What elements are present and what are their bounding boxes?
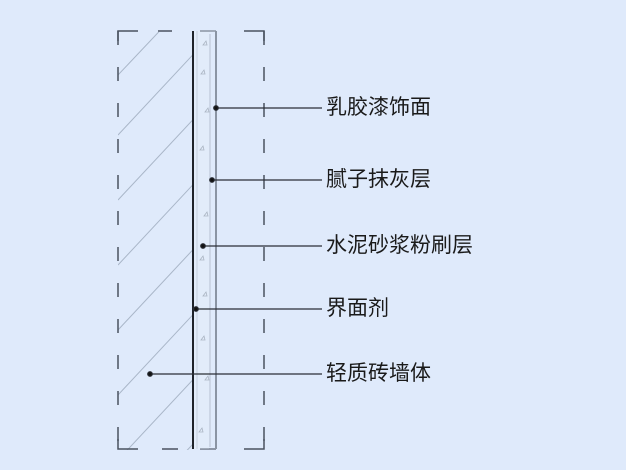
leader-lines (147, 105, 322, 377)
label-interface-agent: 界面剂 (326, 296, 389, 320)
label-putty-layer: 腻子抹灰层 (326, 167, 431, 191)
mortar-aggregate-marks (198, 40, 210, 433)
label-lightweight-brick-wall: 轻质砖墙体 (326, 361, 431, 385)
label-latex-paint-finish: 乳胶漆饰面 (326, 95, 431, 119)
brick-hatch-pattern (118, 32, 194, 450)
cement-mortar-layer-shape (194, 31, 209, 449)
break-boundary-dashed (117, 30, 265, 450)
label-cement-mortar-layer: 水泥砂浆粉刷层 (326, 233, 473, 257)
